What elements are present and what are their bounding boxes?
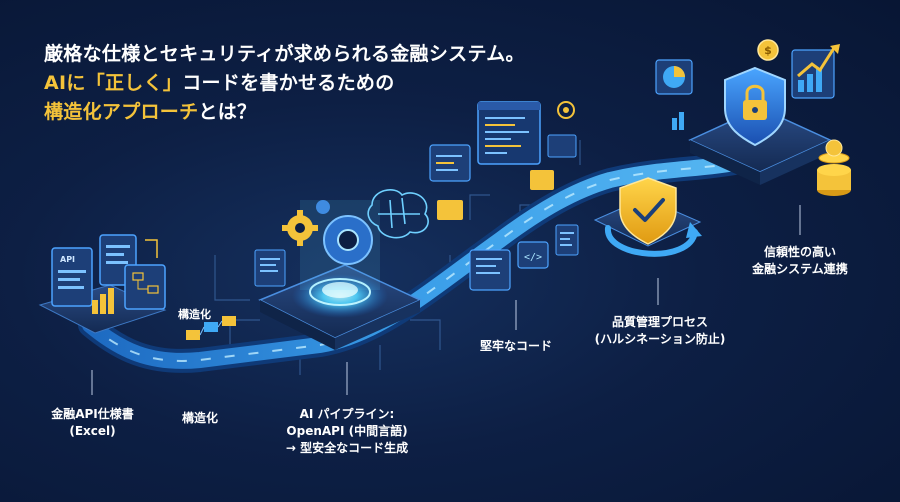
headline: 厳格な仕様とセキュリティが求められる金融システム。 AIに「正しく」コードを書か… [44,40,525,127]
bar-chart-icon [92,288,114,314]
api-spec-document [51,247,93,307]
stage-pipeline-line-2: OpenAPI (中間言語) [286,424,408,438]
headline-line-2: AIに「正しく」コードを書かせるための [44,69,525,98]
code-windows: </> [429,101,579,291]
mini-doc-stack [254,249,286,287]
stage-quality-label: 品質管理プロセス (ハルシネーション防止) [590,314,730,348]
stage-pipeline-line-3: → 型安全なコード生成 [285,441,409,455]
stage-spec-line-2: (Excel) [69,424,116,438]
brain-icon [367,189,429,239]
stage-pipeline-line-1: AI パイプライン: [299,407,395,421]
stage-code-line-1: 堅牢なコード [479,339,552,353]
stage-spec-label: 金融API仕様書 (Excel) [30,406,155,440]
stage-integration-label: 信頼性の高い 金融システム連携 [740,244,860,278]
headline-line-1: 厳格な仕様とセキュリティが求められる金融システム。 [44,43,525,65]
stage-quality-line-1: 品質管理プロセス [611,315,708,329]
coin-stack-icon [817,139,851,196]
stage-structuring-line-1: 構造化 [181,411,218,425]
growth-chart-icon [791,44,840,99]
headline-line-3: 構造化アプローチとは？ [44,98,525,127]
structuring-blocks [186,316,236,340]
code-tag-icon [517,241,549,269]
refresh-cycle-icon [605,225,698,257]
svg-text:$: $ [764,44,772,57]
stage-structuring-label: 構造化 [160,410,240,427]
pie-chart-icon [655,59,693,95]
structuring-tag: 構造化 [178,308,211,321]
bar-chart-small-icon [672,112,684,130]
stage-quality-line-2: (ハルシネーション防止) [594,332,726,346]
stage-spec-line-1: 金融API仕様書 [51,407,134,421]
checkmark-shield-icon [619,177,677,245]
stage-integration-line-2: 金融システム連携 [752,262,848,276]
headline-ai-prefix: AIに [44,72,86,94]
ai-gear-icon [316,200,373,265]
coin-icon: $ [757,39,779,61]
stage-integration-line-1: 信頼性の高い [763,245,836,259]
stage-code-label: 堅牢なコード [466,338,566,355]
headline-line-2-rest: コードを書かせるための [182,72,395,94]
svg-text:</>: </> [524,252,542,263]
gear-icon [282,210,318,246]
headline-correctly: 「正しく」 [85,72,183,94]
spec-documents-cluster [38,234,167,334]
label-leader-lines [91,205,801,395]
headline-line-3-rest: とは？ [198,101,257,123]
financial-system-platform: $ [655,39,851,196]
quality-shield [593,177,702,257]
flowchart-document [124,264,166,310]
stage-pipeline-label: AI パイプライン: OpenAPI (中間言語) → 型安全なコード生成 [262,406,432,457]
api-doc-tag: API [60,255,76,264]
headline-structured-approach: 構造化アプローチ [44,101,199,123]
